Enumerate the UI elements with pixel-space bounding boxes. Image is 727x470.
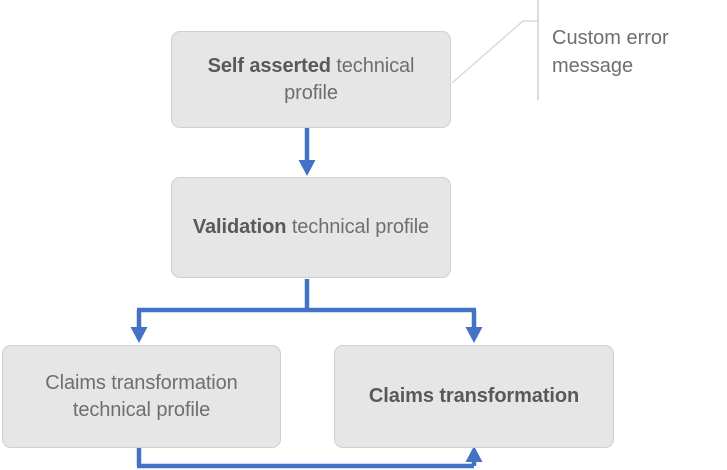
node-validation-label: Validation technical profile xyxy=(186,214,436,241)
edge-claims-feedback-loop xyxy=(136,446,483,469)
edge-self-asserted-to-validation xyxy=(298,128,316,176)
node-claims-transformation-tp-label: Claims transformation technical profile xyxy=(45,371,238,421)
edge-validation-branch xyxy=(130,279,483,343)
node-self-asserted-technical-profile[interactable]: Self asserted technical profile xyxy=(171,31,451,128)
node-validation-technical-profile[interactable]: Validation technical profile xyxy=(171,177,451,278)
node-claims-transformation-label: Claims transformation xyxy=(368,385,580,408)
callout-leader-line xyxy=(451,0,539,100)
node-claims-transformation[interactable]: Claims transformation xyxy=(334,345,614,448)
node-self-asserted-label: Self asserted technical profile xyxy=(186,53,436,107)
node-self-asserted-label-bold: Self asserted xyxy=(207,54,331,77)
callout-custom-error-message: Custom error message xyxy=(552,27,669,77)
node-validation-label-bold: Validation xyxy=(192,216,287,239)
node-self-asserted-label-regular: technical profile xyxy=(284,54,415,104)
node-claims-transformation-technical-profile[interactable]: Claims transformation technical profile xyxy=(2,345,281,448)
node-validation-label-regular: technical profile xyxy=(286,216,430,239)
